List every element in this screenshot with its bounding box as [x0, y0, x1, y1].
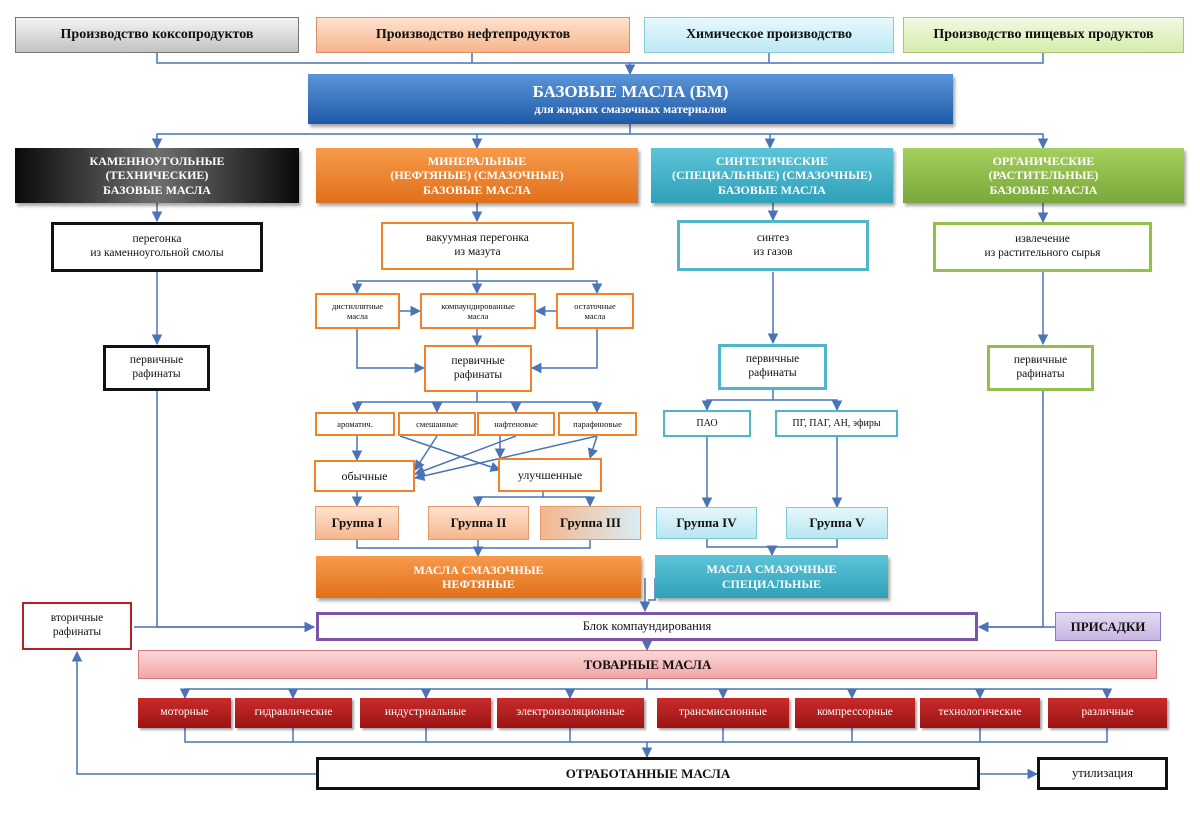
oil-type-mixed: смешанные [398, 412, 476, 436]
disposal: утилизация [1037, 757, 1168, 790]
product-technological: технологические [920, 698, 1040, 728]
product-hydraulic: гидравлические [235, 698, 352, 728]
product-compressor: компрессорные [795, 698, 915, 728]
synthetic-esters: ПГ, ПАГ, АН, эфиры [775, 410, 898, 437]
waste-oils: ОТРАБОТАННЫЕ МАСЛА [316, 757, 980, 790]
compounding-block: Блок компаундирования [316, 612, 978, 641]
oil-type-naphthenic: нафтеновые [477, 412, 555, 436]
group-3: Группа III [540, 506, 641, 540]
category-mineral-oils: МИНЕРАЛЬНЫЕ(НЕФТЯНЫЕ) (СМАЗОЧНЫЕ)БАЗОВЫЕ… [316, 148, 638, 203]
oil-type-aromatic: ароматич. [315, 412, 395, 436]
group-1: Группа I [315, 506, 399, 540]
source-food-production: Производство пищевых продуктов [903, 17, 1184, 53]
quality-regular: обычные [314, 460, 415, 492]
category-synthetic-oils: СИНТЕТИЧЕСКИЕ(СПЕЦИАЛЬНЫЕ) (СМАЗОЧНЫЕ)БА… [651, 148, 893, 203]
quality-improved: улучшенные [498, 458, 602, 492]
base-oils-subtitle: для жидких смазочных материалов [534, 102, 727, 116]
product-industrial: индустриальные [360, 698, 491, 728]
category-coal-oils: КАМЕННОУГОЛЬНЫЕ(ТЕХНИЧЕСКИЕ)БАЗОВЫЕ МАСЛ… [15, 148, 299, 203]
commercial-oils: ТОВАРНЫЕ МАСЛА [138, 650, 1157, 679]
synthetic-pao: ПАО [663, 410, 751, 437]
oil-type-paraffinic: парафиновые [558, 412, 637, 436]
product-transmission: трансмиссионные [657, 698, 789, 728]
group-5: Группа V [786, 507, 888, 539]
group-4: Группа IV [656, 507, 757, 539]
source-petroleum-production: Производство нефтепродуктов [316, 17, 630, 53]
source-chemical-production: Химическое производство [644, 17, 894, 53]
additives: ПРИСАДКИ [1055, 612, 1161, 641]
category-organic-oils: ОРГАНИЧЕСКИЕ(РАСТИТЕЛЬНЫЕ)БАЗОВЫЕ МАСЛА [903, 148, 1184, 203]
product-various: различные [1048, 698, 1167, 728]
source-coke-production: Производство коксопродуктов [15, 17, 299, 53]
group-2: Группа II [428, 506, 529, 540]
base-oils-title: БАЗОВЫЕ МАСЛА (БМ) [532, 81, 729, 101]
product-motor: моторные [138, 698, 231, 728]
base-oils-header: БАЗОВЫЕ МАСЛА (БМ) для жидких смазочных … [308, 74, 953, 124]
product-electrical-insulating: электроизоляционные [497, 698, 644, 728]
